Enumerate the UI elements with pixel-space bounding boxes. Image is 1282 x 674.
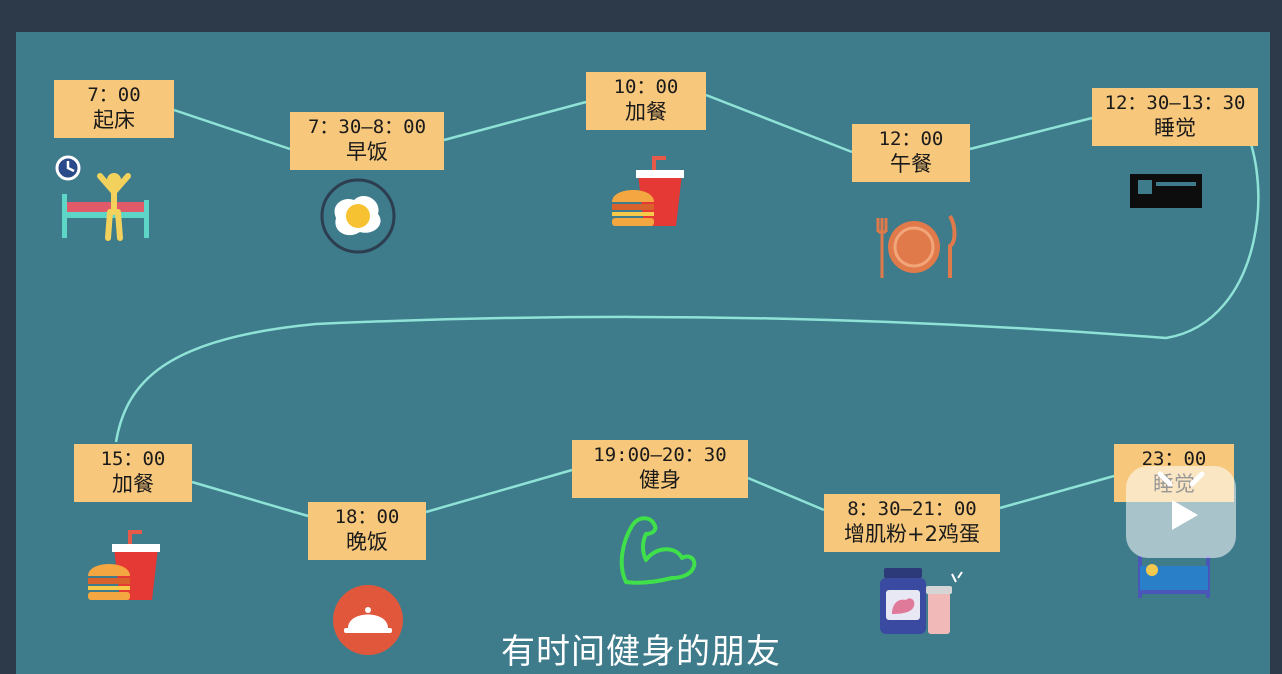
schedule-time: 15：00 (100, 448, 166, 470)
protein-powder-icon (880, 568, 963, 634)
schedule-activity: 睡觉 (1154, 116, 1196, 140)
schedule-activity: 起床 (93, 108, 135, 132)
flexed-arm-icon (619, 516, 697, 585)
schedule-activity: 午餐 (890, 152, 932, 176)
schedule-card-wake-up: 7：00 起床 (54, 80, 174, 138)
schedule-time: 12：30—13：30 (1104, 92, 1246, 114)
schedule-activity: 健身 (639, 468, 681, 492)
wake-up-bed-icon (55, 155, 149, 241)
schedule-activity: 晚饭 (346, 530, 388, 554)
timeline-board: 7：00 起床 7：30—8：00 早饭 10：00 加餐 12： (16, 32, 1270, 674)
schedule-card-snack-2: 15：00 加餐 (74, 444, 192, 502)
bed-icon (1130, 174, 1202, 208)
schedule-time: 19:00—20：30 (593, 444, 727, 466)
dinner-cloche-icon (333, 585, 403, 655)
schedule-card-snack-1: 10：00 加餐 (586, 72, 706, 130)
schedule-time: 7：00 (87, 84, 141, 106)
schedule-card-dinner: 18：00 晚饭 (308, 502, 426, 560)
schedule-card-workout: 19:00—20：30 健身 (572, 440, 748, 498)
schedule-time: 12：00 (878, 128, 944, 150)
schedule-activity: 早饭 (346, 140, 388, 164)
schedule-card-breakfast: 7：30—8：00 早饭 (290, 112, 444, 170)
schedule-time: 23：00 (1141, 448, 1207, 470)
sleeping-in-bed-icon (1138, 556, 1210, 598)
burger-drink-icon (88, 530, 160, 600)
subtitle-caption: 有时间健身的朋友 (501, 632, 781, 672)
schedule-time: 8：30—21：00 (847, 498, 977, 520)
schedule-card-lunch: 12：00 午餐 (852, 124, 970, 182)
schedule-card-nap: 12：30—13：30 睡觉 (1092, 88, 1258, 146)
video-play-watermark[interactable] (1126, 466, 1236, 558)
fried-egg-icon (320, 178, 396, 254)
schedule-time: 10：00 (613, 76, 679, 98)
schedule-activity: 加餐 (112, 472, 154, 496)
play-icon (1157, 471, 1205, 530)
schedule-activity: 加餐 (625, 100, 667, 124)
burger-drink-icon (612, 156, 684, 226)
plate-cutlery-icon (876, 214, 957, 278)
timeline-path (114, 93, 1260, 518)
schedule-card-protein: 8：30—21：00 增肌粉+2鸡蛋 (824, 494, 1000, 552)
schedule-time: 18：00 (334, 506, 400, 528)
schedule-activity: 增肌粉+2鸡蛋 (844, 522, 980, 546)
schedule-time: 7：30—8：00 (307, 116, 427, 138)
